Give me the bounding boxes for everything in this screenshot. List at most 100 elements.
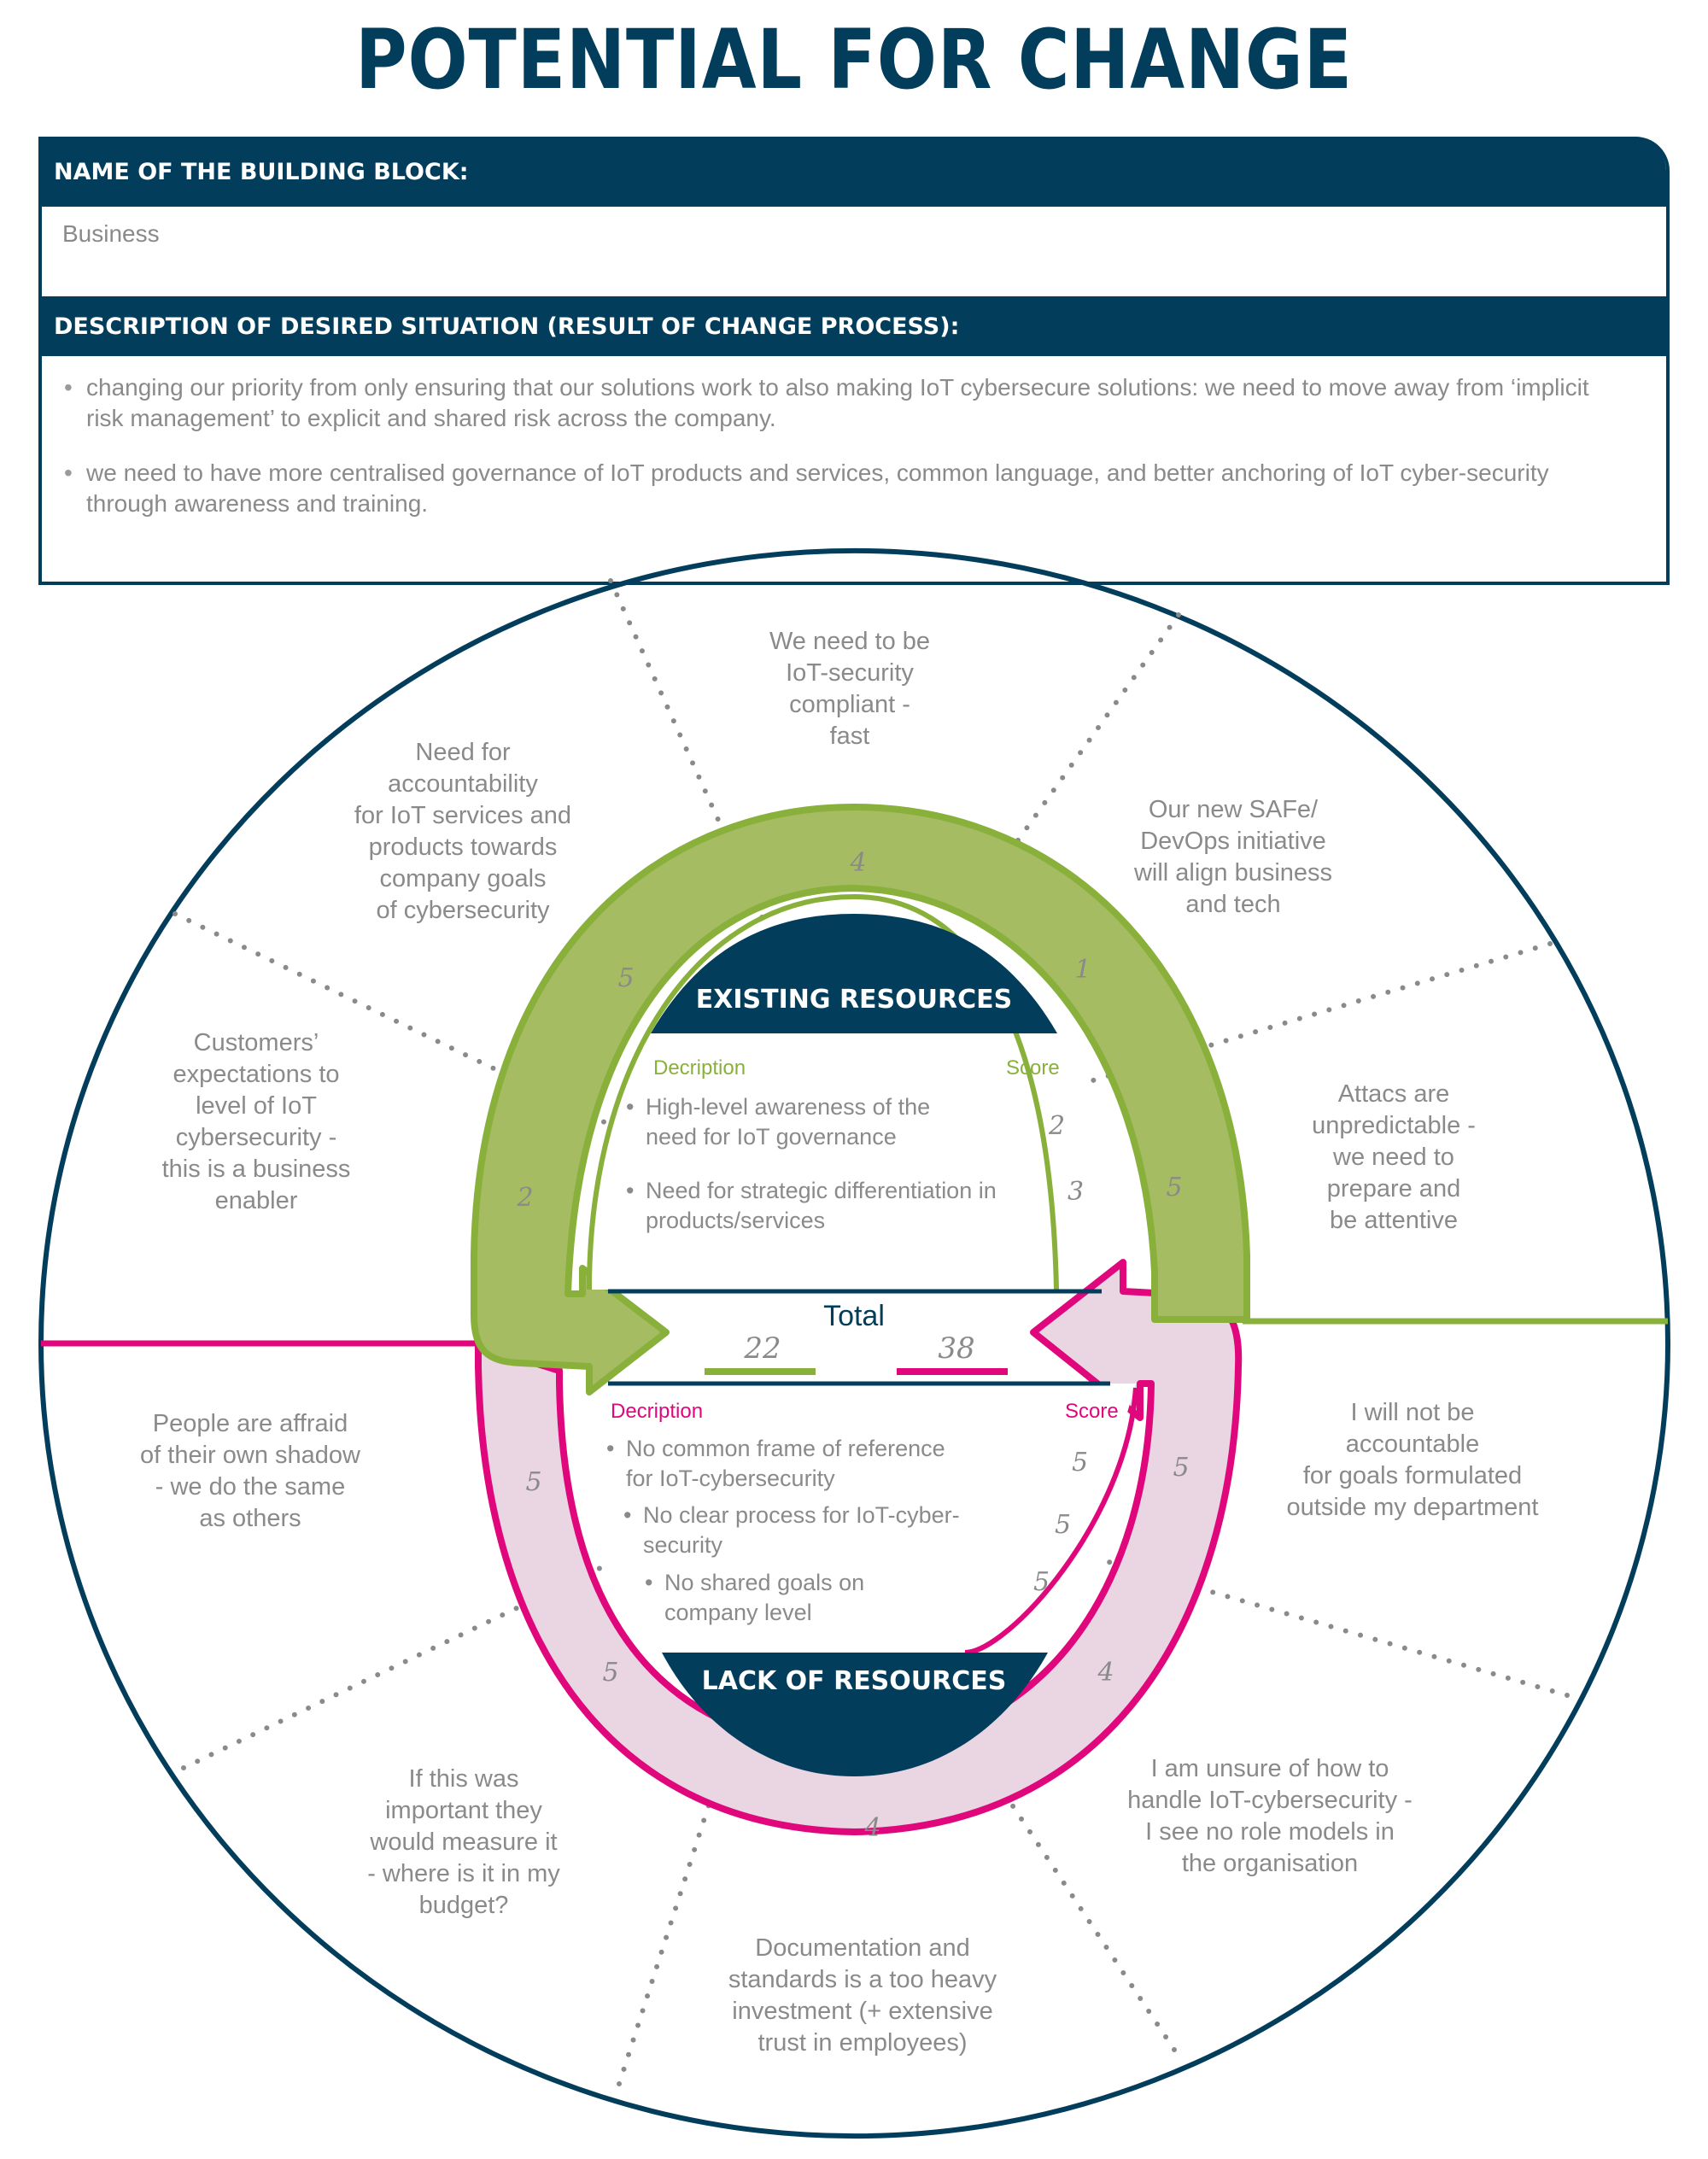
driving-force-score: 2 (516, 1183, 533, 1213)
building-block-name-label: NAME OF THE BUILDING BLOCK: (54, 158, 469, 185)
bullet: • (626, 1094, 634, 1120)
force-text-line: budget? (419, 1892, 509, 1919)
restraining-force-score: 5 (525, 1467, 541, 1497)
driving-arrow (471, 804, 1250, 1395)
force-text-line: If this was (409, 1765, 519, 1793)
force-text-line: handle IoT-cybersecurity - (1127, 1787, 1413, 1814)
driving-force: Need for accountability for IoT services… (354, 739, 571, 924)
driving-force-score: 4 (849, 848, 866, 878)
force-text-line: accountability (388, 770, 538, 798)
total-box (608, 1289, 1110, 1386)
restraining-force: If this was important they would measure… (367, 1765, 560, 1919)
force-text-line: be attentive (1330, 1207, 1458, 1234)
existing-item-line: High-level awareness of the (646, 1094, 930, 1120)
restraining-force-score: 4 (1097, 1658, 1114, 1688)
existing-item-line: need for IoT governance (646, 1124, 897, 1150)
force-text-line: prepare and (1327, 1175, 1460, 1202)
force-text-line: company goals (379, 865, 546, 892)
bullet: • (626, 1178, 634, 1203)
lack-item-line: for IoT-cybersecurity (626, 1466, 835, 1491)
force-text-line: of cybersecurity (376, 897, 550, 924)
desired-situation-header: DESCRIPTION OF DESIRED SITUATION (RESULT… (42, 296, 1666, 356)
force-text-line: this is a business (162, 1156, 351, 1183)
existing-item-score: 3 (1068, 1177, 1084, 1207)
existing-resources-label: EXISTING RESOURCES (696, 985, 1012, 1015)
force-text-line: important they (385, 1797, 542, 1824)
force-text-line: for IoT services and (354, 802, 571, 829)
force-text-line: We need to be (769, 628, 930, 655)
total-label: Total (823, 1300, 885, 1332)
force-text-line: I see no role models in (1145, 1818, 1395, 1846)
force-text-line: Need for (415, 739, 511, 766)
desired-situation-label: DESCRIPTION OF DESIRED SITUATION (RESULT… (54, 313, 960, 340)
force-text-line: investment (+ extensive (732, 1998, 992, 2025)
divider-line (608, 578, 767, 925)
force-text-line: would measure it (369, 1828, 557, 1856)
desired-situation-field[interactable]: changing our priority from only ensuring… (62, 372, 1632, 543)
force-text-line: unpredictable - (1312, 1112, 1476, 1139)
force-text-line: will align business (1133, 859, 1332, 886)
force-text-line: enabler (215, 1187, 298, 1214)
driving-force: Customers’ expectations to level of IoT … (162, 1029, 351, 1214)
force-text-line: of their own shadow (140, 1442, 361, 1469)
force-text-line: as others (199, 1505, 301, 1532)
page-title: POTENTIAL FOR CHANGE (355, 12, 1353, 108)
lack-item: • No common frame of reference for IoT-c… (606, 1436, 1088, 1491)
force-text-line: for goals formulated (1303, 1462, 1522, 1489)
restraining-force-score: 5 (1173, 1453, 1189, 1483)
force-text-line: I am unsure of how to (1151, 1755, 1389, 1782)
force-text-line: we need to (1332, 1144, 1454, 1171)
lack-item-score: 5 (1055, 1510, 1071, 1540)
force-text-line: I will not be (1350, 1399, 1474, 1426)
building-block-name-field[interactable]: Business (62, 220, 160, 247)
force-text-line: Attacs are (1338, 1080, 1450, 1108)
lack-item-score: 5 (1072, 1448, 1088, 1477)
force-text-line: Our new SAFe/ (1149, 796, 1319, 823)
lack-item: • No clear process for IoT-cyber- securi… (623, 1502, 1071, 1558)
driving-force: Attacs are unpredictable - we need to pr… (1312, 1080, 1476, 1234)
driving-force-score: 1 (1074, 955, 1091, 985)
force-text-line: accountable (1346, 1431, 1479, 1458)
force-text-line: trust in employees) (758, 2029, 968, 2057)
restraining-force: People are affraid of their own shadow -… (140, 1410, 361, 1532)
force-text-line: expectations to (173, 1061, 339, 1088)
divider-line (173, 911, 617, 1130)
restraining-force: Documentation and standards is a too hea… (728, 1934, 997, 2057)
bullet: • (645, 1570, 652, 1595)
existing-item: • Need for strategic differentiation in … (626, 1177, 1084, 1233)
outer-circle (38, 547, 1670, 1344)
lack-item-score: 5 (1033, 1567, 1050, 1597)
lack-item-line: No shared goals on (664, 1570, 864, 1595)
existing-item-line: Need for strategic differentiation in (646, 1178, 997, 1203)
lack-item-line: No clear process for IoT-cyber- (643, 1502, 960, 1528)
existing-score-label: Score (1006, 1056, 1060, 1080)
bullet: • (606, 1436, 614, 1461)
force-text-line: compliant - (789, 691, 910, 718)
building-block-name-header: NAME OF THE BUILDING BLOCK: (42, 137, 1666, 207)
lack-total-value: 38 (938, 1331, 974, 1366)
lack-inner-border (964, 1387, 1138, 1655)
force-text-line: products towards (369, 834, 558, 861)
divider-line (617, 1723, 737, 2086)
existing-item-score: 2 (1048, 1111, 1065, 1141)
building-block-form: NAME OF THE BUILDING BLOCK: Business DES… (38, 137, 1670, 585)
lack-description-label: Decription (611, 1400, 703, 1423)
force-text-line: DevOps initiative (1140, 828, 1326, 855)
force-text-line: - we do the same (155, 1473, 345, 1501)
driving-force-score: 5 (617, 963, 634, 993)
force-text-line: outside my department (1287, 1494, 1539, 1521)
restraining-force-score: 5 (602, 1658, 618, 1688)
desired-situation-bullet: changing our priority from only ensuring… (62, 372, 1632, 434)
lack-of-resources-cap (662, 1653, 1048, 1776)
divider-line (1095, 1556, 1570, 1698)
existing-description-label: Decription (653, 1056, 746, 1080)
desired-situation-bullet: we need to have more centralised governa… (62, 458, 1632, 519)
existing-total-value: 22 (743, 1331, 781, 1366)
divider-line (954, 612, 1181, 929)
existing-resources-cap (651, 914, 1057, 1033)
existing-item-line: products/services (646, 1208, 825, 1233)
force-text-line: Documentation and (755, 1934, 970, 1962)
lack-of-resources-label: LACK OF RESOURCES (702, 1666, 1007, 1696)
force-text-line: IoT-security (786, 659, 914, 687)
